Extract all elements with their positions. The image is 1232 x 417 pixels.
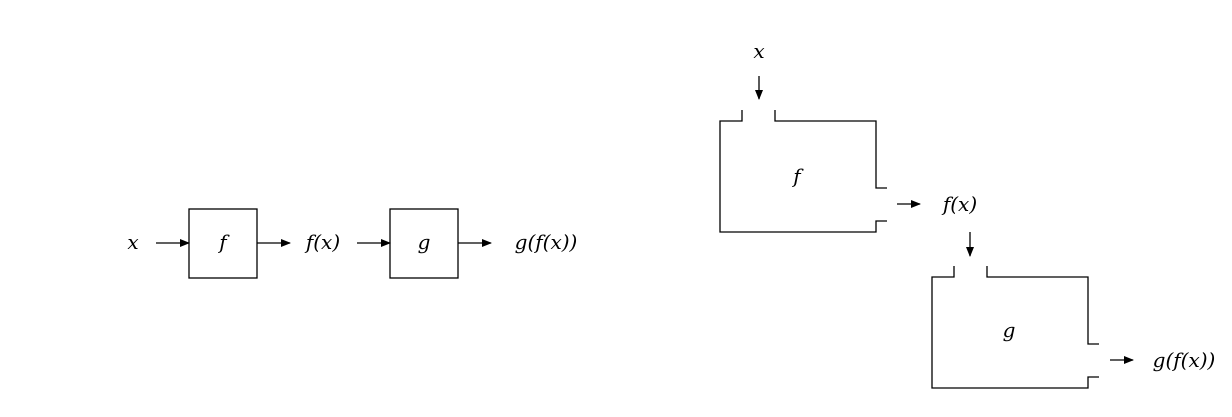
box-f-label: f bbox=[217, 230, 230, 254]
output-label: g(f(x)) bbox=[1153, 348, 1216, 372]
box-g-label: g bbox=[418, 230, 431, 254]
left-diagram: x f f(x) g g(f(x)) bbox=[127, 208, 578, 279]
input-label: x bbox=[753, 39, 764, 63]
middle-label: f(x) bbox=[304, 230, 340, 254]
input-label: x bbox=[127, 230, 138, 254]
box-f-label: f bbox=[791, 164, 804, 188]
output-label: g(f(x)) bbox=[515, 230, 578, 254]
function-box-f bbox=[719, 110, 887, 233]
middle-label: f(x) bbox=[941, 192, 977, 216]
function-box-g bbox=[931, 266, 1099, 389]
right-diagram: x f f(x) g g(f(x)) bbox=[719, 39, 1216, 389]
box-g-label: g bbox=[1003, 318, 1016, 342]
